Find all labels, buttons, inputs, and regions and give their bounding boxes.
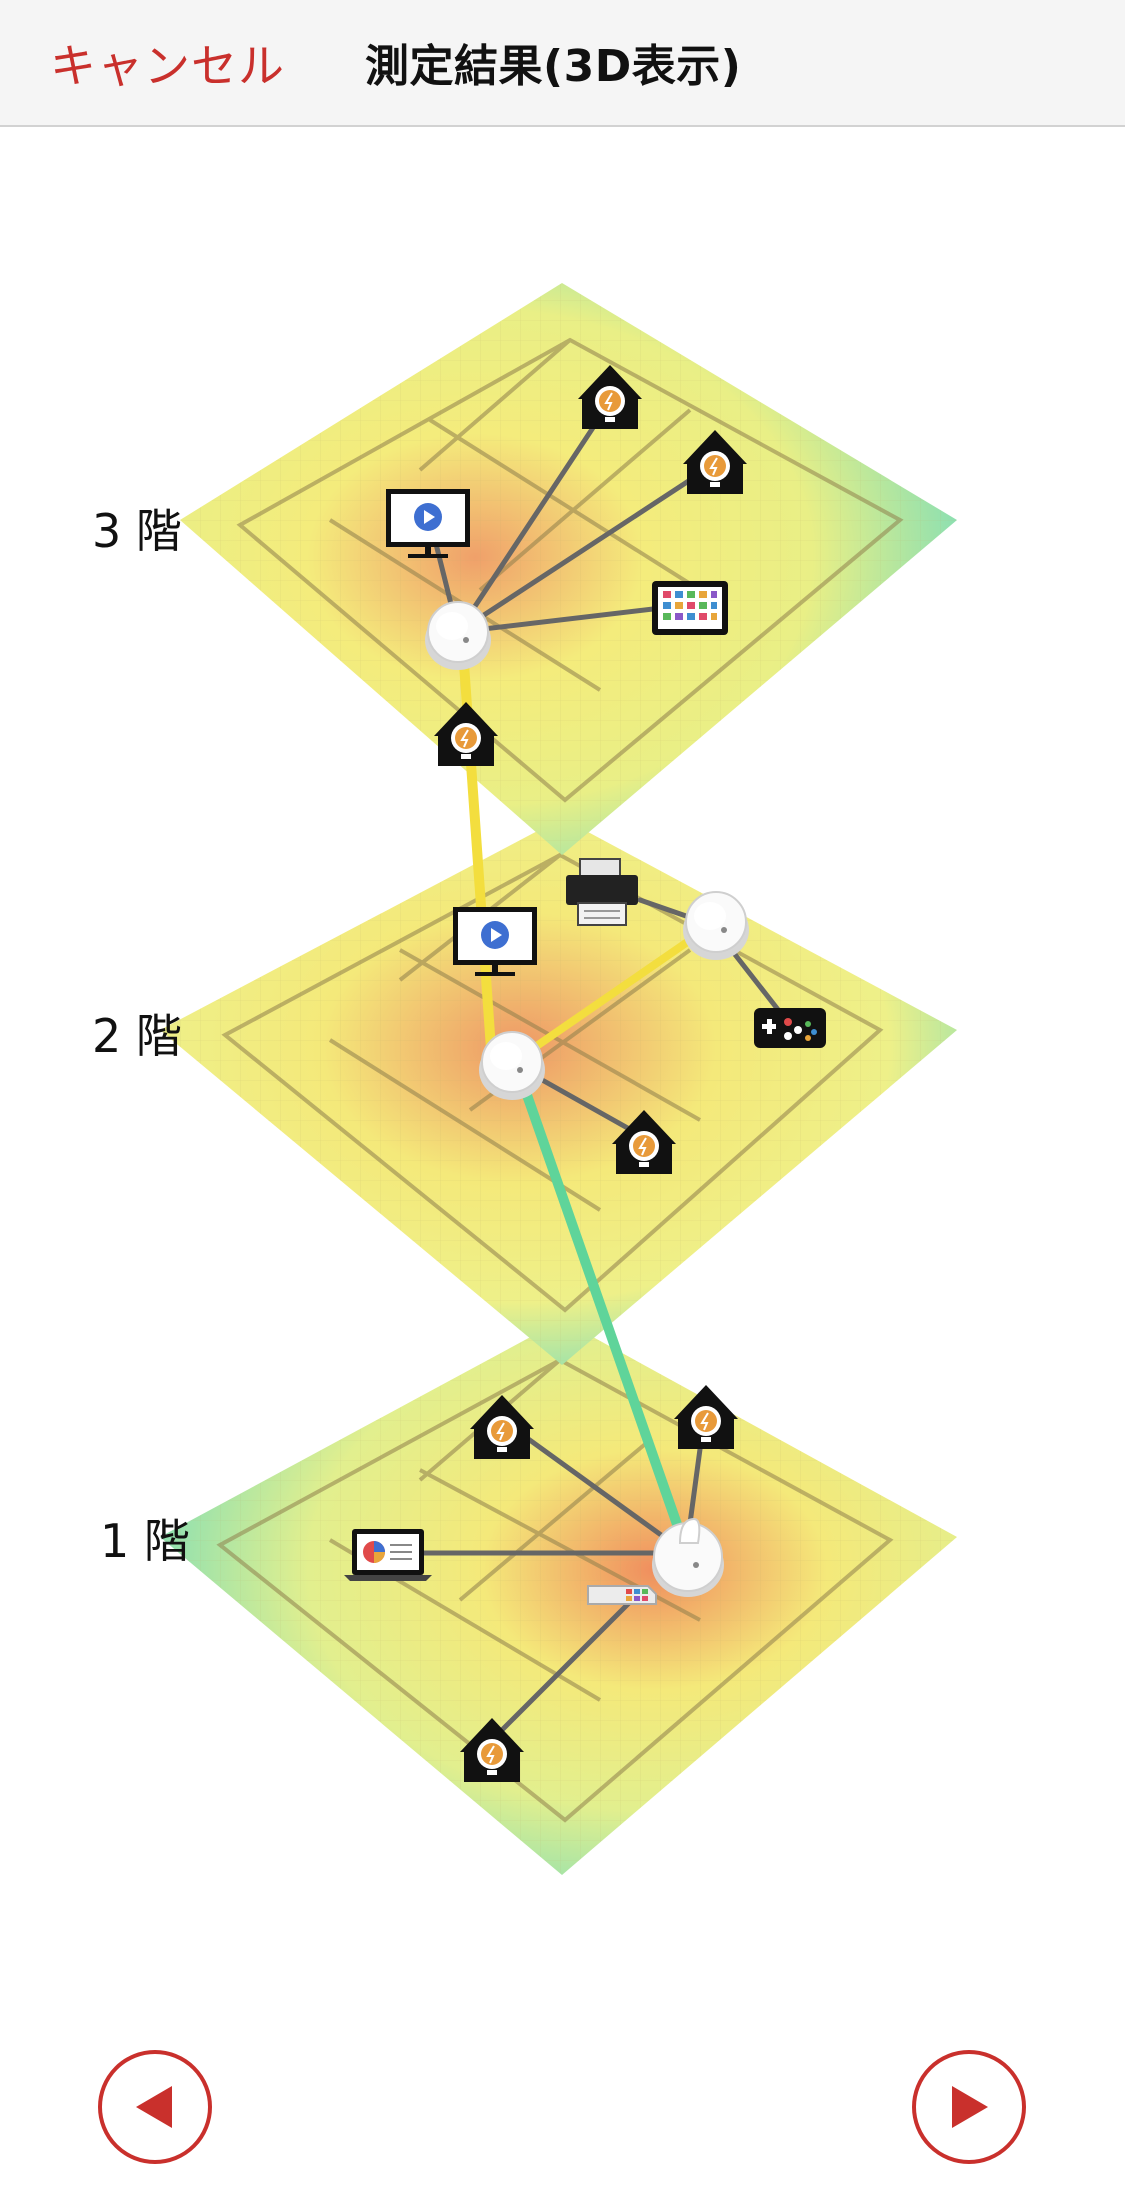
cancel-button[interactable]: キャンセル xyxy=(50,39,285,93)
triangle-left-icon xyxy=(136,2086,172,2128)
smart-light-icon[interactable] xyxy=(674,1385,738,1449)
router-icon[interactable] xyxy=(425,601,491,670)
floor-1-plane xyxy=(160,1320,957,1875)
floor-label-3: 3 階 xyxy=(92,504,182,558)
tv-icon[interactable] xyxy=(453,907,537,976)
smart-light-icon[interactable] xyxy=(460,1718,524,1782)
router-icon[interactable] xyxy=(683,891,749,960)
laptop-icon[interactable] xyxy=(344,1529,432,1581)
router-icon[interactable] xyxy=(479,1031,545,1100)
triangle-right-icon xyxy=(952,2086,988,2128)
router-icon[interactable] xyxy=(652,1517,724,1597)
smart-light-icon[interactable] xyxy=(434,702,498,766)
smart-light-icon[interactable] xyxy=(683,430,747,494)
game-controller-icon[interactable] xyxy=(754,1008,826,1048)
printer-icon[interactable] xyxy=(566,858,638,926)
next-button[interactable] xyxy=(912,2050,1026,2164)
floor-label-2: 2 階 xyxy=(92,1009,182,1063)
tv-icon[interactable] xyxy=(386,489,470,558)
tablet-icon[interactable] xyxy=(652,581,728,635)
navigation-bar: キャンセル 測定結果(3D表示) xyxy=(0,0,1125,127)
smart-light-icon[interactable] xyxy=(578,365,642,429)
floor-3d-view xyxy=(160,283,957,1875)
page-title: 測定結果(3D表示) xyxy=(365,41,742,92)
smart-light-icon[interactable] xyxy=(612,1110,676,1174)
hub-icon[interactable] xyxy=(587,1585,657,1605)
floor-label-1: 1 階 xyxy=(100,1514,190,1568)
smart-light-icon[interactable] xyxy=(470,1395,534,1459)
previous-button[interactable] xyxy=(98,2050,212,2164)
floor-3-plane xyxy=(180,283,957,855)
